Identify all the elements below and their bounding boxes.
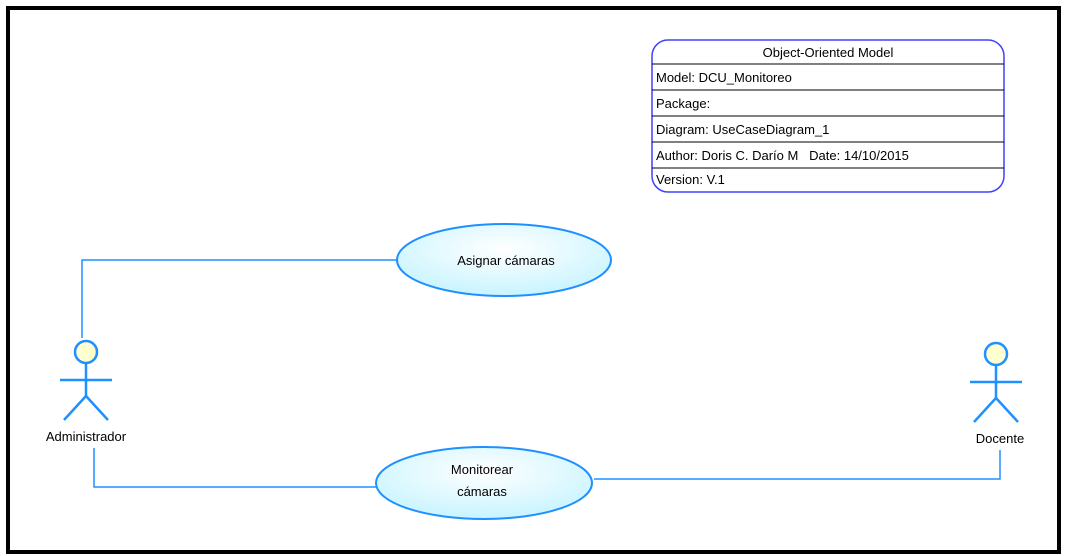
title-author: Author: Doris C. Darío M Date: 14/10/201… (656, 148, 909, 163)
title-header: Object-Oriented Model (763, 45, 894, 60)
title-version: Version: V.1 (656, 172, 725, 187)
title-model: Model: DCU_Monitoreo (656, 70, 792, 85)
actor-icon (60, 339, 112, 421)
actor-administrador[interactable]: Administrador (46, 339, 127, 444)
use-case-monitor-cameras[interactable]: Monitorear cámaras (375, 446, 593, 520)
use-case-ellipse[interactable] (375, 446, 593, 520)
title-block: Object-Oriented Model Model: DCU_Monitor… (651, 39, 1005, 193)
association-admin-assign[interactable] (81, 259, 398, 338)
title-diagram: Diagram: UseCaseDiagram_1 (656, 122, 829, 137)
association-docente-monitor[interactable] (594, 450, 1001, 480)
diagram-frame (6, 6, 1061, 554)
use-case-label-line1: Monitorear (451, 462, 514, 477)
title-package: Package: (656, 96, 710, 111)
association-admin-monitor[interactable] (93, 448, 378, 488)
actor-icon (970, 341, 1022, 423)
actor-label: Administrador (46, 429, 127, 444)
use-case-ellipse[interactable] (396, 223, 612, 297)
use-case-assign-cameras[interactable]: Asignar cámaras (396, 223, 612, 297)
use-case-label-line2: cámaras (457, 484, 507, 499)
actor-label: Docente (976, 431, 1024, 446)
actor-docente[interactable]: Docente (970, 341, 1024, 446)
use-case-label: Asignar cámaras (457, 253, 555, 268)
